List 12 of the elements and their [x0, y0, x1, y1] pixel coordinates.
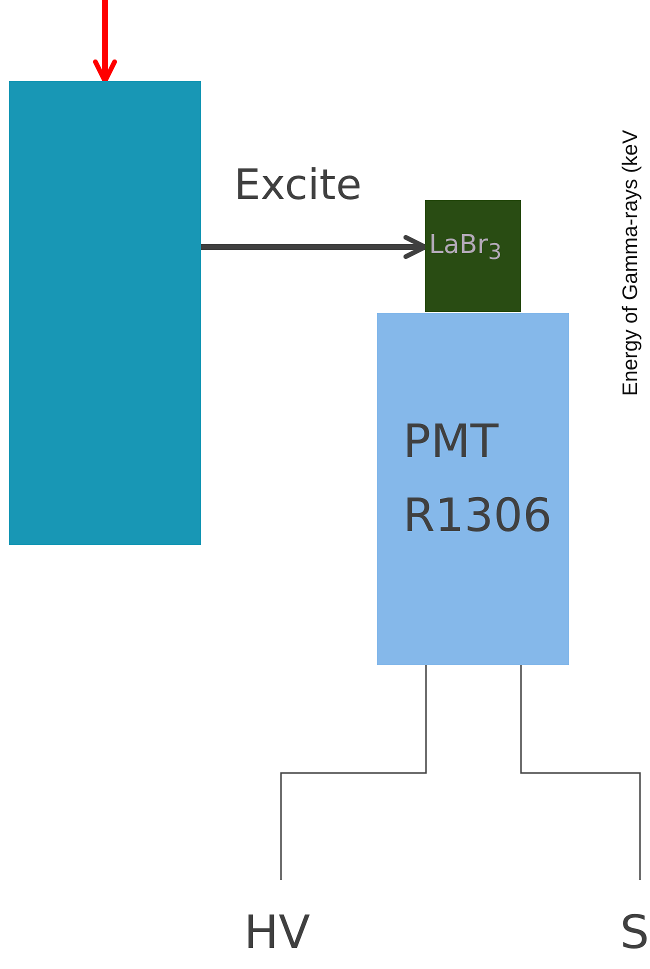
scintillator-block	[9, 81, 201, 545]
signal-label: Si	[620, 905, 650, 959]
arrow	[201, 235, 428, 259]
connector-line	[280, 665, 427, 880]
pmt-label: PMT R1306	[403, 413, 554, 544]
connector-line	[520, 665, 641, 880]
crystal-box	[425, 200, 521, 312]
axis-title: Energy of Gamma-rays (keV	[618, 130, 643, 396]
crystal-label: LaBr$_{3}$	[429, 230, 502, 266]
arrow	[93, 0, 117, 84]
hv-label: HV	[244, 905, 310, 959]
pmt-box	[377, 313, 569, 665]
